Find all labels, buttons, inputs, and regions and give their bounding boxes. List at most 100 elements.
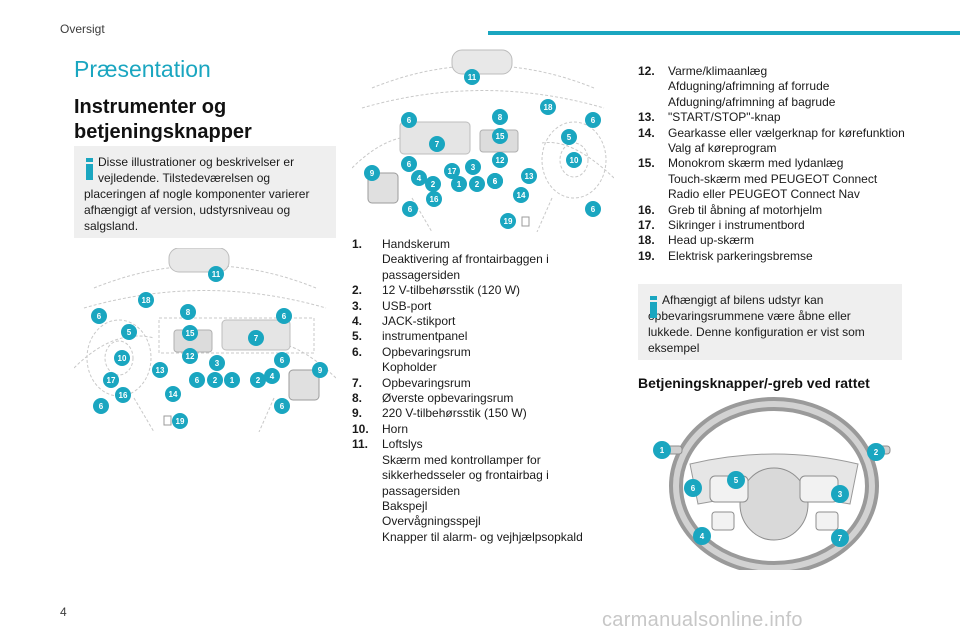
list-item: 13. "START/STOP"-knap: [638, 110, 908, 125]
list-item-text: Elektrisk parkeringsbremse: [668, 248, 813, 263]
list-item: 7. Opbevaringsrum: [352, 376, 612, 391]
list-item-text: Øverste opbevaringsrum: [382, 391, 514, 406]
marker-4: 4: [270, 372, 275, 381]
list-item: 8. Øverste opbevaringsrum: [352, 391, 612, 406]
list-item: 19. Elektrisk parkeringsbremse: [638, 249, 908, 264]
list-item: 9. 220 V-tilbehørsstik (150 W): [352, 406, 612, 421]
marker-15: 15: [496, 132, 505, 141]
steering-controls-heading: Betjeningsknapper/-greb ved rattet: [638, 375, 870, 391]
marker-14: 14: [169, 390, 178, 399]
marker-18: 18: [544, 103, 553, 112]
marker-8: 8: [498, 113, 503, 122]
marker-19: 19: [504, 217, 513, 226]
list-item: 11. Loftslys Skærm med kontrollamper for…: [352, 437, 612, 545]
list-item: 12. Varme/klimaanlæg Afdugning/afrimning…: [638, 64, 908, 110]
marker-6: 6: [195, 376, 200, 385]
marker-6: 6: [407, 116, 412, 125]
marker-15: 15: [186, 329, 195, 338]
list-item-text: Horn: [382, 421, 409, 436]
dashboard-diagram-right: 11 18 8 6 6 7 15 5 10 12 6 3 17 9 6 4 2 …: [351, 48, 615, 233]
marker-6: 6: [408, 205, 413, 214]
list-item: 16. Greb til åbning af motorhjelm: [638, 203, 908, 218]
marker-5: 5: [127, 328, 132, 337]
marker-10: 10: [570, 156, 579, 165]
marker-16: 16: [119, 391, 128, 400]
list-item-text: USB-port: [382, 298, 432, 313]
marker-6: 6: [97, 312, 102, 321]
marker-5: 5: [567, 133, 572, 142]
list-item-number: 10.: [352, 421, 369, 436]
list-item-text: Skærm med kontrollamper for sikkerhedsse…: [382, 452, 549, 498]
marker-10: 10: [118, 354, 127, 363]
info-icon: [650, 296, 657, 318]
list-item-text: Deaktivering af frontairbaggen i passage…: [382, 252, 549, 282]
marker-6: 6: [280, 402, 285, 411]
marker-6: 6: [99, 402, 104, 411]
list-item-number: 8.: [352, 391, 363, 406]
list-item-text: Overvågningsspejl: [382, 514, 481, 529]
info-icon: [86, 158, 93, 180]
list-item-text: Monokrom skærm med lydanlæg: [668, 156, 844, 171]
list-item: 18. Head up-skærm: [638, 233, 908, 248]
marker-2: 2: [213, 376, 218, 385]
list-item-text: 220 V-tilbehørsstik (150 W): [382, 406, 527, 421]
marker-6: 6: [591, 205, 596, 214]
marker-7: 7: [435, 140, 440, 149]
marker-11: 11: [468, 73, 477, 82]
list-item-number: 13.: [638, 110, 655, 125]
note-text-first: Afhængigt af bilens udstyr kan: [662, 293, 824, 307]
list-item-number: 7.: [352, 375, 363, 390]
marker-12: 12: [496, 156, 505, 165]
list-item-text: Knapper til alarm- og vejhjælpsopkald: [382, 529, 583, 544]
marker-4: 4: [700, 532, 705, 541]
list-item-number: 2.: [352, 283, 363, 298]
marker-5: 5: [734, 476, 739, 485]
list-item-text: Handskerum: [382, 237, 451, 251]
marker-6: 6: [493, 177, 498, 186]
note-text-rest: placeringen af nogle komponenter variere…: [84, 187, 310, 233]
note-text-first: Disse illustrationer og beskrivelser er …: [98, 155, 295, 185]
list-item-text: Opbevaringsrum: [382, 344, 471, 359]
marker-12: 12: [186, 352, 195, 361]
page-number: 4: [60, 605, 67, 619]
list-item-number: 18.: [638, 233, 655, 248]
marker-13: 13: [525, 172, 534, 181]
list-item-text: Opbevaringsrum: [382, 375, 471, 390]
list-item: 6. Opbevaringsrum Kopholder: [352, 345, 612, 376]
list-item-number: 4.: [352, 314, 363, 329]
list-item: 5. instrumentpanel: [352, 329, 612, 344]
list-item-number: 6.: [352, 344, 363, 359]
marker-13: 13: [156, 366, 165, 375]
list-item-number: 9.: [352, 406, 363, 421]
marker-3: 3: [471, 163, 476, 172]
marker-11: 11: [212, 270, 221, 279]
list-item-text: Gearkasse eller vælgerknap for kørefunkt…: [668, 125, 905, 140]
marker-14: 14: [517, 191, 526, 200]
marker-1: 1: [660, 446, 665, 455]
info-note-storage: Afhængigt af bilens udstyr kan opbevarin…: [638, 284, 902, 360]
list-item: 15. Monokrom skærm med lydanlæg Touch-sk…: [638, 156, 908, 202]
marker-7: 7: [254, 334, 259, 343]
list-item: 1. Handskerum Deaktivering af frontairba…: [352, 237, 612, 283]
marker-7: 7: [838, 534, 843, 543]
list-item-number: 16.: [638, 202, 655, 217]
steering-wheel-svg: 1 2 5 6 3 4 7: [653, 397, 891, 575]
marker-2: 2: [475, 180, 480, 189]
list-item-text: Sikringer i instrumentbord: [668, 218, 805, 233]
marker-1: 1: [457, 180, 462, 189]
list-item-number: 3.: [352, 298, 363, 313]
list-item: 17. Sikringer i instrumentbord: [638, 218, 908, 233]
marker-2: 2: [256, 376, 261, 385]
section-label: Oversigt: [60, 22, 105, 36]
marker-9: 9: [318, 366, 323, 375]
list-item-text: Bakspejl: [382, 498, 428, 513]
list-item: 10. Horn: [352, 422, 612, 437]
list-item-text: instrumentpanel: [382, 329, 468, 344]
list-item-text: Head up-skærm: [668, 233, 755, 248]
dashboard-diagram-right-svg: 11 18 8 6 6 7 15 5 10 12 6 3 17 9 6 4 2 …: [351, 49, 615, 233]
marker-6: 6: [280, 356, 285, 365]
list-item-text: Loftslys: [382, 437, 423, 452]
list-item-number: 15.: [638, 156, 655, 171]
steering-wheel-diagram: 1 2 5 6 3 4 7: [650, 394, 900, 575]
list-item-number: 5.: [352, 329, 363, 344]
